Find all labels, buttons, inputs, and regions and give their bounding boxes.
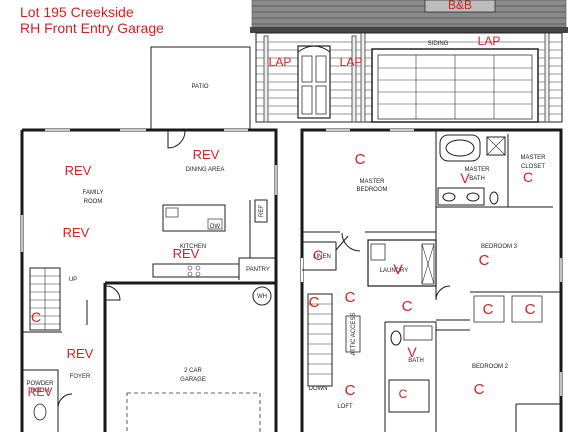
finish-mark-family-lower: REV (63, 225, 90, 240)
powder-room-walls (22, 369, 59, 432)
linen-closet (302, 242, 337, 271)
roof-material-label: B&B (448, 0, 472, 12)
rear-windows (20, 128, 278, 252)
finish-mark-bath: V (407, 344, 417, 360)
stair-down-label: DOWN (309, 386, 328, 392)
corner-trim-left (263, 35, 269, 123)
finish-mark-linen: C (313, 247, 323, 263)
finish-mark-laundry-hall: C (402, 298, 413, 315)
dishwasher-icon (207, 218, 223, 230)
finish-mark-family-upper: REV (65, 163, 92, 178)
finish-mark-master-bath: V (460, 170, 470, 186)
linen-label: LINEN (313, 254, 331, 260)
master-bath-label-1: MASTER (464, 167, 490, 173)
family-room-label-2: ROOM (84, 199, 103, 205)
patio-door-swing (167, 130, 186, 149)
second-floor-windows (326, 128, 563, 396)
kitchen-label: KITCHEN (180, 244, 206, 250)
second-floor-plan: DOWN ATTIC ACCESS MASTER BEDROOM MASTER … (300, 128, 563, 432)
bedroom3-label: BEDROOM 3 (481, 244, 518, 250)
bathtub-icon (439, 134, 481, 162)
toilet-icon (33, 403, 47, 421)
finish-mark-master-closet: C (523, 169, 533, 185)
loft-label: LOFT (337, 404, 353, 410)
eave-line (250, 27, 568, 33)
finish-mark-loft: C (345, 382, 356, 399)
attic-access-label: ATTIC ACCESS (351, 313, 357, 356)
hall-vanity (403, 325, 433, 341)
lap-mark-left: LAP (269, 55, 292, 69)
bedroom3-closet-a (473, 295, 505, 323)
washer-icon (370, 243, 386, 261)
dw-label: DW (210, 224, 220, 230)
finish-mark-bath-floor: C (399, 387, 408, 401)
roof-shingles (252, 0, 566, 27)
dining-area-label: DINING AREA (186, 167, 225, 173)
patio-label: PATIO (191, 84, 208, 90)
corner-trim-mid (351, 35, 357, 123)
plan-title: Lot 195 Creekside (20, 4, 134, 20)
hall-bath-label: BATH (408, 358, 424, 364)
water-heater-icon (252, 286, 272, 306)
finish-mark-laundry: V (393, 261, 403, 277)
sink-icon (165, 207, 179, 218)
lap-mark-center: LAP (340, 55, 363, 69)
first-floor-plan: PATIO DW REF (20, 46, 278, 432)
front-door-swing (57, 393, 73, 409)
attic-access-hatch (345, 315, 361, 353)
first-floor-outer-wall (22, 128, 278, 432)
finish-mark-foyer: REV (67, 346, 94, 361)
bedroom3-door-swing (435, 285, 451, 301)
master-toilet-icon (489, 191, 499, 205)
master-bath-label-2: BATH (469, 176, 485, 182)
master-closet-label-2: CLOSET (521, 164, 545, 170)
upper-window-box (424, 0, 496, 13)
finish-mark-bedroom3: C (479, 252, 490, 269)
laundry-label: LAUNDRY (380, 268, 409, 274)
bedroom3-closet-b (511, 295, 543, 323)
finish-mark-kitchen: REV (173, 246, 200, 261)
pantry-label: PANTRY (246, 267, 270, 273)
wh-label: WH (257, 294, 267, 300)
foyer-label: FOYER (70, 374, 91, 380)
cooktop-icon (187, 265, 201, 277)
siding-label: SIDING (428, 41, 449, 47)
finish-mark-hall-center: C (345, 289, 356, 306)
plan-subtitle: RH Front Entry Garage (20, 20, 164, 36)
double-vanity (437, 187, 485, 206)
master-closet-label-1: MASTER (520, 155, 546, 161)
garage-label-2: GARAGE (180, 377, 206, 383)
finish-mark-bedroom2: C (474, 381, 485, 398)
master-bedroom-label-1: MASTER (359, 179, 385, 185)
hall-toilet-icon (390, 330, 402, 346)
powder-label-1: POWDER (27, 381, 55, 387)
garage-label-1: 2 CAR (184, 368, 202, 374)
powder-label-2: ROOM (31, 388, 50, 394)
finish-mark-powder: REV (28, 385, 53, 399)
garage-door-swing (105, 285, 121, 301)
hall-bath-wall (385, 321, 437, 432)
master-door-swing (341, 232, 361, 252)
finish-mark-dining: REV (193, 147, 220, 162)
stair-up-label: UP (69, 277, 77, 283)
hall-bathtub-icon (388, 379, 430, 413)
finish-mark-stair: C (31, 309, 41, 325)
family-room-label-1: FAMILY (83, 190, 104, 196)
bedroom2-label: BEDROOM 2 (472, 364, 509, 370)
shingle-lines (252, 5, 566, 25)
refrigerator-icon (254, 199, 268, 223)
lap-mark-right: LAP (478, 34, 501, 48)
second-floor-stair (307, 293, 333, 387)
door-arch (297, 45, 331, 53)
garage-door-panels (378, 55, 532, 119)
finish-mark-hall-left: C (309, 294, 320, 311)
garage-overhead-door (126, 392, 261, 432)
finish-mark-bedroom3-closet-b: C (525, 301, 536, 318)
ref-label: REF (259, 205, 265, 217)
finish-mark-bedroom3-closet-a: C (483, 301, 494, 318)
finish-mark-master-bed: C (355, 151, 366, 168)
front-elevation: B&B SIDING LAP L (250, 0, 568, 123)
master-bedroom-label-2: BEDROOM (356, 187, 387, 193)
